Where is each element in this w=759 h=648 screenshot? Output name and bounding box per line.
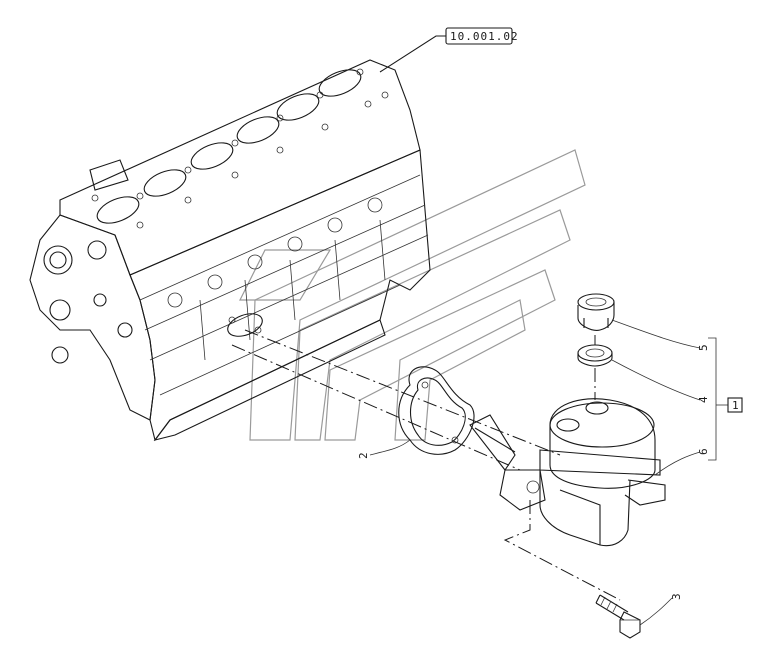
callout-3: 3 bbox=[670, 593, 683, 600]
callout-4: 4 bbox=[697, 396, 710, 403]
callout-2: 2 bbox=[357, 452, 370, 459]
callout-1-box bbox=[727, 397, 743, 413]
callout-5: 5 bbox=[697, 344, 710, 351]
callouts: 5 4 6 2 3 1 bbox=[357, 344, 743, 600]
reference-code: 10.001.02 bbox=[450, 30, 519, 43]
sealing-washer bbox=[577, 344, 613, 367]
assembly-centerlines bbox=[231, 329, 621, 601]
callout-1: 1 bbox=[732, 399, 739, 412]
engine-block bbox=[29, 59, 431, 442]
gasket bbox=[398, 366, 475, 455]
leader-lines bbox=[369, 319, 728, 626]
bolt bbox=[595, 594, 641, 639]
callout-6: 6 bbox=[697, 448, 710, 455]
reference-box[interactable]: 10.001.02 bbox=[379, 27, 519, 73]
fuel-pump bbox=[469, 398, 666, 547]
watermark-logo bbox=[239, 149, 586, 441]
banjo-fitting bbox=[577, 293, 615, 331]
